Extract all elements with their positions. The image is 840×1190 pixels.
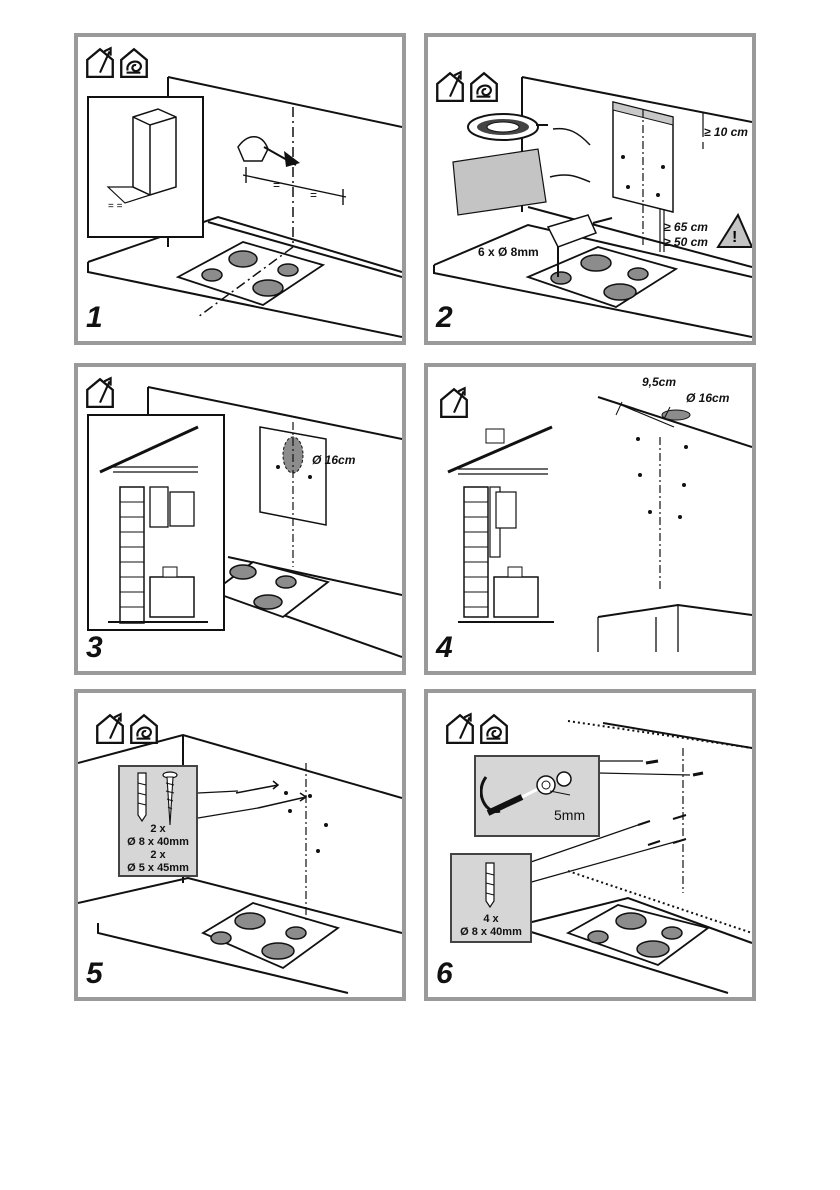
screw-detail-callout: 5mm [474, 755, 600, 837]
step-panel-5: 2 x Ø 8 x 40mm 2 x Ø 5 x 45mm 5 [74, 689, 406, 1001]
size-a-label: Ø 8 x 40mm [120, 836, 196, 849]
ducted-exhaust-icon [438, 385, 470, 419]
wall-plug-icon [134, 771, 150, 823]
svg-text:=: = [310, 188, 317, 202]
size-b-label: Ø 5 x 45mm [120, 862, 196, 875]
step-panel-3: Ø 16cm 3 [74, 363, 406, 675]
drill-label: 6 x Ø 8mm [478, 245, 539, 259]
step-6-illustration [428, 693, 752, 997]
svg-text:!: ! [732, 229, 737, 246]
screw-icon [162, 771, 178, 827]
qty-label: 4 x [452, 913, 530, 926]
svg-text:= =: = = [108, 201, 123, 212]
screw-length-label: 5mm [554, 807, 585, 823]
size-label: Ø 8 x 40mm [452, 926, 530, 939]
ducted-exhaust-icon [434, 69, 466, 103]
fixing-kit-callout: 2 x Ø 8 x 40mm 2 x Ø 5 x 45mm [118, 765, 198, 877]
gap-top-label: ≥ 10 cm [704, 125, 748, 139]
ducted-exhaust-icon [84, 375, 116, 409]
step-number: 3 [86, 631, 103, 665]
diameter-label: Ø 16cm [686, 391, 729, 405]
svg-text:=: = [273, 178, 280, 192]
diameter-label: Ø 16cm [312, 453, 355, 467]
step-panel-1: = = = = 1 [74, 33, 406, 345]
step-3-illustration [78, 367, 402, 671]
step-number: 2 [436, 301, 453, 335]
step-panel-4: 9,5cm Ø 16cm 4 [424, 363, 756, 675]
qty-b-label: 2 x [120, 849, 196, 862]
step-panel-6: 5mm 4 x Ø 8 x 40mm 6 [424, 689, 756, 1001]
ducted-exhaust-icon [444, 711, 476, 745]
step-4-illustration [428, 367, 752, 671]
step-number: 1 [86, 301, 103, 335]
step-1-illustration: = = = = [78, 37, 402, 341]
recirculation-icon [468, 69, 500, 103]
step-panel-2: ! ≥ 10 cm ≥ 65 cm ≥ 50 cm 6 x Ø 8mm 2 [424, 33, 756, 345]
ducted-exhaust-icon [84, 45, 116, 79]
recirculation-icon [478, 711, 510, 745]
height-electric-label: ≥ 50 cm [664, 235, 708, 249]
ducted-exhaust-icon [94, 711, 126, 745]
step-number: 4 [436, 631, 453, 665]
fixing-kit-callout: 4 x Ø 8 x 40mm [450, 853, 532, 943]
step-number: 6 [436, 957, 453, 991]
qty-a-label: 2 x [120, 823, 196, 836]
offset-label: 9,5cm [642, 375, 676, 389]
height-gas-label: ≥ 65 cm [664, 220, 708, 234]
recirculation-icon [128, 711, 160, 745]
recirculation-icon [118, 45, 150, 79]
wall-plug-icon [482, 861, 498, 909]
step-number: 5 [86, 957, 103, 991]
